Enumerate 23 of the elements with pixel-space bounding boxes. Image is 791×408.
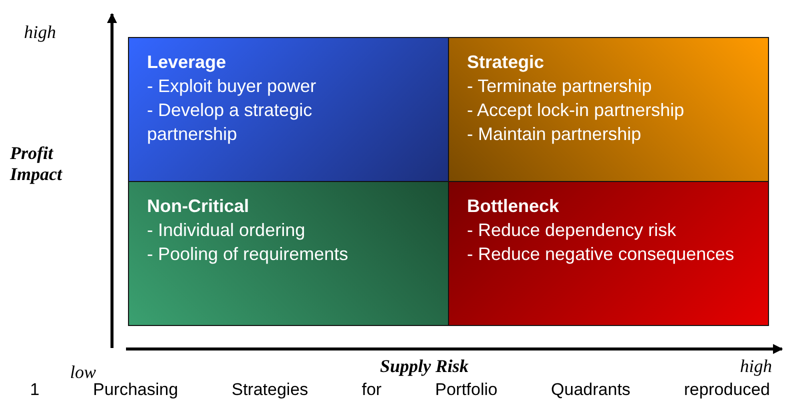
axis-title: Supply Risk <box>380 356 469 377</box>
strategy-item: - Terminate partnership <box>467 75 653 98</box>
figure-caption: 1 Purchasing Strategies for Portfolio Quadrants reproduced <box>30 380 770 400</box>
quadrant-title: Non-Critical <box>147 195 250 218</box>
quadrant-title: Leverage <box>147 51 228 74</box>
strategy-item: - Accept lock-in partnership <box>467 99 686 122</box>
axis-title: Profit Impact <box>10 143 64 185</box>
quadrant-panel <box>448 37 769 182</box>
strategy-item: - Maintain partnership <box>467 123 642 146</box>
strategy-item: - Reduce negative consequences <box>467 243 736 266</box>
axis-low-label: low <box>70 362 96 382</box>
quadrant-panel <box>448 181 769 326</box>
strategy-item: - Reduce dependency risk <box>467 219 678 242</box>
axis-high-label: high <box>24 22 56 43</box>
strategy-item: - Develop a strategic partnership <box>147 99 314 146</box>
strategy-item: - Individual ordering <box>147 219 306 242</box>
quadrant-panel <box>128 37 449 182</box>
strategy-item: - Pooling of requirements <box>147 243 350 266</box>
axis-high-label: high <box>740 356 772 377</box>
quadrant-panel <box>128 181 449 326</box>
quadrant-title: Bottleneck <box>467 195 560 218</box>
strategy-item: - Exploit buyer power <box>147 75 318 98</box>
quadrant-title: Strategic <box>467 51 546 74</box>
